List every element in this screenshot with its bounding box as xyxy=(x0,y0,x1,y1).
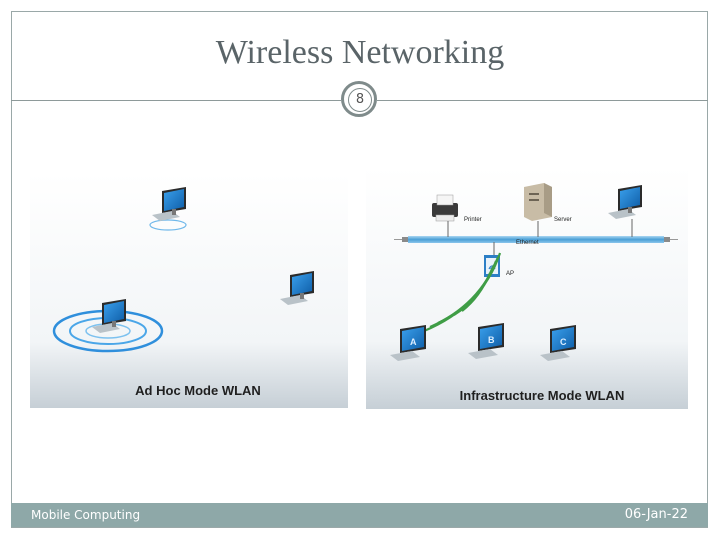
adhoc-diagram: Ad Hoc Mode WLAN xyxy=(30,173,348,408)
adhoc-diagram-svg: Ad Hoc Mode WLAN xyxy=(30,173,348,408)
infrastructure-caption: Infrastructure Mode WLAN xyxy=(460,388,625,403)
server-icon xyxy=(524,183,552,237)
client-b-label: B xyxy=(488,335,495,345)
server-label: Server xyxy=(554,217,572,223)
footer-bar: Mobile Computing 06-Jan-22 xyxy=(11,503,708,527)
slide-title: Wireless Networking xyxy=(215,34,505,71)
title-divider-left xyxy=(11,100,341,101)
title-divider-right xyxy=(377,100,708,101)
printer-label: Printer xyxy=(464,217,482,223)
page-number-badge: 8 xyxy=(341,81,377,117)
client-a-label: A xyxy=(410,337,417,347)
ethernet-label: Ethernet xyxy=(516,240,539,246)
client-c-label: C xyxy=(560,337,567,347)
printer-icon xyxy=(432,194,458,237)
computer-icon xyxy=(608,185,642,237)
page-number: 8 xyxy=(348,88,372,112)
client-c-computer-icon: C xyxy=(540,325,576,361)
slide-frame xyxy=(11,11,708,528)
computer-icon xyxy=(52,299,164,353)
infrastructure-diagram: Ethernet Printer Server xyxy=(366,167,688,409)
footer-date: 06-Jan-22 xyxy=(624,507,688,522)
computer-icon xyxy=(280,271,314,305)
computer-icon xyxy=(149,187,187,231)
infrastructure-diagram-svg: Ethernet Printer Server xyxy=(366,167,688,409)
footer-course-name: Mobile Computing xyxy=(31,508,141,522)
wifi-waves-icon xyxy=(423,252,502,333)
client-b-computer-icon: B xyxy=(468,323,504,359)
adhoc-caption: Ad Hoc Mode WLAN xyxy=(135,383,261,398)
ethernet-cable xyxy=(394,236,678,243)
client-a-computer-icon: A xyxy=(390,325,426,361)
ap-label: AP xyxy=(506,271,514,277)
